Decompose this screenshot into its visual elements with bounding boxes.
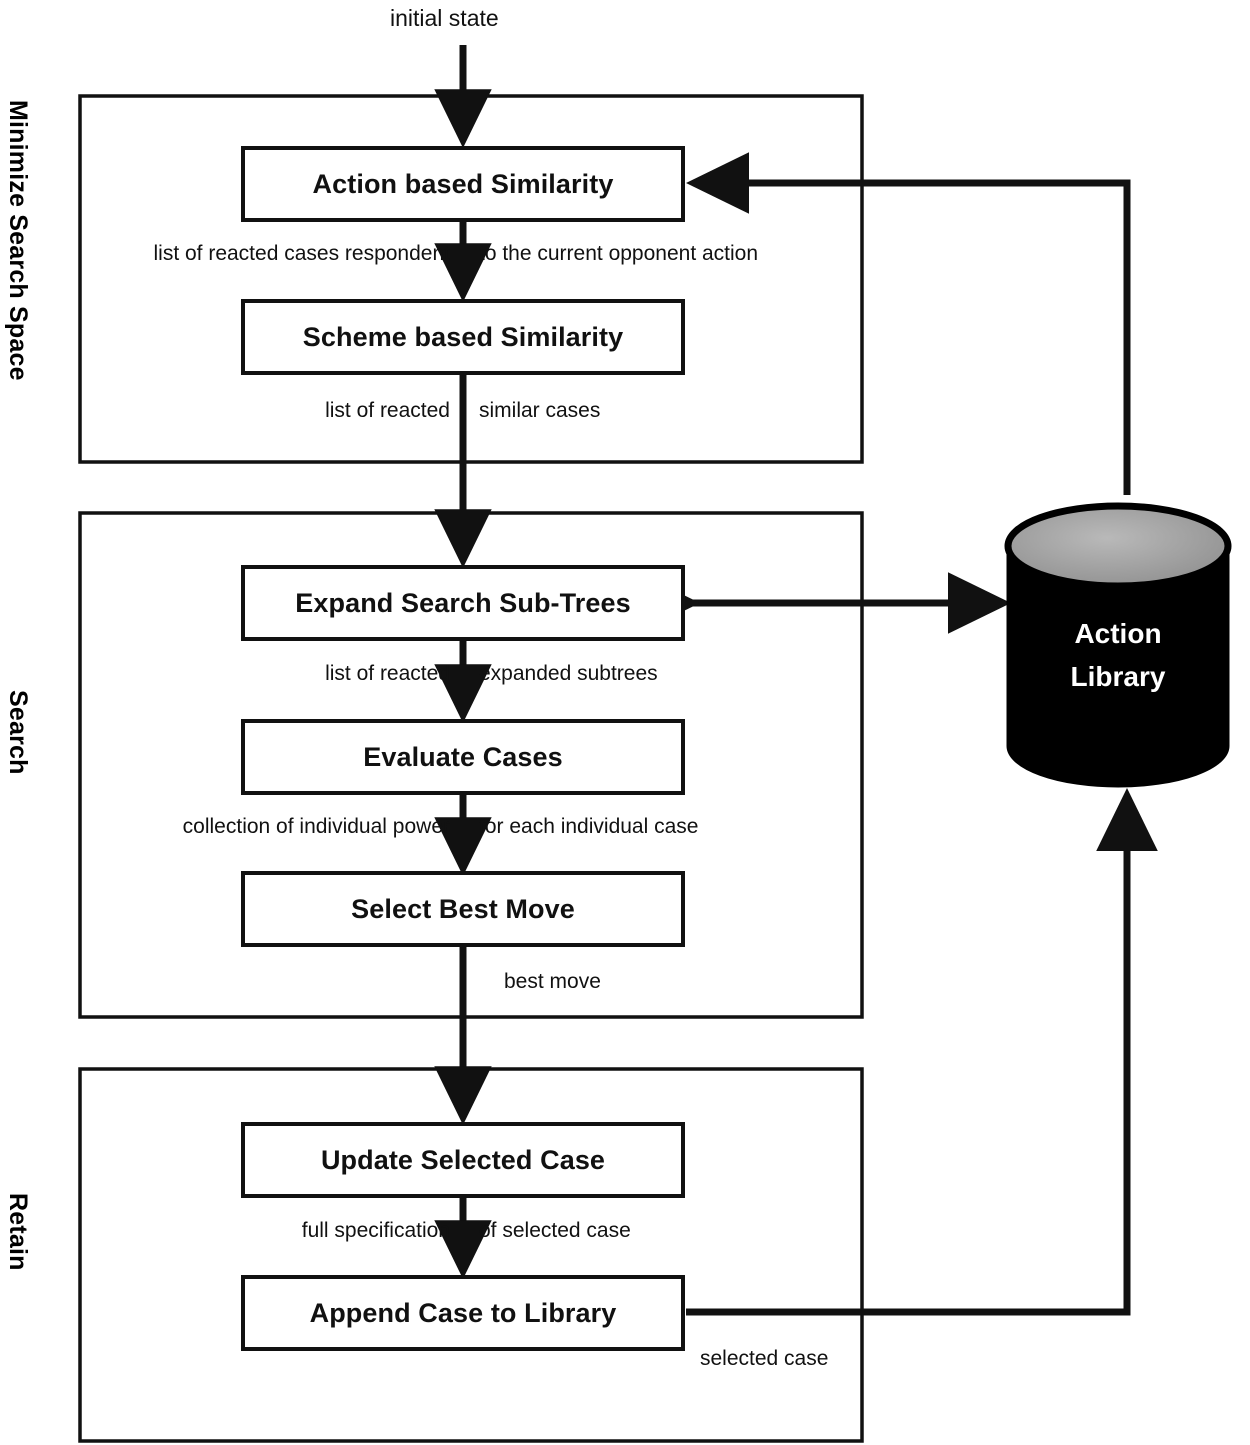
- edge-label-similar-cases: similar cases: [479, 399, 601, 422]
- group-label-retain: Retain: [4, 1193, 32, 1271]
- group-label-minimize-search-space: Minimize Search Space: [4, 100, 32, 381]
- process-box-update-selected-case[interactable]: Update Selected Case: [241, 1122, 685, 1198]
- process-box-append-case-to-library[interactable]: Append Case to Library: [241, 1275, 685, 1351]
- edge-label-collection-individual-power: collection of individual power: [182, 815, 450, 838]
- edge-label-for-each-individual-case: for each individual case: [479, 815, 699, 838]
- edge-label-list-of-reacted-2: list of reacted: [325, 662, 450, 685]
- edge-label-selected-case: selected case: [700, 1347, 829, 1370]
- edge-label-of-selected-case: of selected case: [479, 1219, 631, 1242]
- process-box-select-best-move[interactable]: Select Best Move: [241, 871, 685, 947]
- edge-label-reacted-cases-respondent: list of reacted cases respondent: [153, 242, 450, 265]
- initial-state-label: initial state: [390, 5, 499, 31]
- edge-label-current-opponent-action: to the current opponent action: [479, 242, 759, 265]
- edge-label-best-move: best move: [504, 970, 601, 993]
- edge-label-expanded-subtrees: expanded subtrees: [479, 662, 658, 685]
- flow-arrow-append-to-library: [686, 788, 1158, 1316]
- process-box-expand-search-sub-trees[interactable]: Expand Search Sub-Trees: [241, 565, 685, 641]
- process-box-scheme-based-similarity[interactable]: Scheme based Similarity: [241, 299, 685, 375]
- process-box-evaluate-cases[interactable]: Evaluate Cases: [241, 719, 685, 795]
- group-label-search: Search: [4, 690, 32, 775]
- edge-label-full-specification: full specification: [301, 1219, 450, 1242]
- process-box-action-based-similarity[interactable]: Action based Similarity: [241, 146, 685, 222]
- flow-arrow-library-to-action-similarity: [686, 152, 1131, 495]
- edge-label-list-of-reacted-1: list of reacted: [325, 399, 450, 422]
- action-library-datastore[interactable]: [1004, 502, 1232, 788]
